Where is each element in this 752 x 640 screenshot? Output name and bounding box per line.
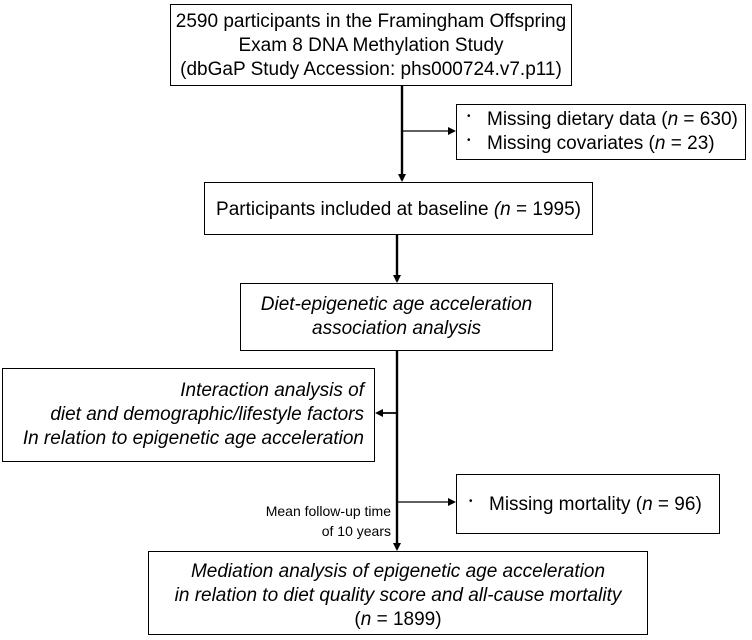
source-line-3: (dbGaP Study Accession: phs000724.v7.p11…: [180, 59, 562, 80]
exclusion-box-1: • Missing dietary data (n = 630) • Missing…: [456, 104, 746, 160]
mediation-analysis-box: Mediation analysis of epigenetic age acc…: [148, 551, 648, 635]
baseline-suffix: = 1995): [510, 199, 581, 220]
source-population-box: 2590 participants in the Framingham Offs…: [170, 4, 572, 86]
followup-label: Mean follow-up time of 10 years: [221, 501, 391, 541]
mediation-open: (: [354, 609, 361, 630]
exclusion-item-suffix: = 23): [665, 133, 715, 155]
n-symbol: n: [654, 133, 666, 155]
followup-line-2: of 10 years: [321, 523, 391, 539]
source-line-1: 2590 participants in the Framingham Offs…: [175, 11, 567, 32]
mediation-line-1: Mediation analysis of epigenetic age acc…: [190, 561, 606, 582]
n-symbol: n: [642, 494, 653, 516]
baseline-text: Participants included at baseline (n = 1…: [205, 198, 592, 222]
baseline-n: (n: [493, 199, 511, 220]
association-analysis-box: Diet-epigenetic age acceleration associa…: [240, 283, 553, 351]
n-symbol: n: [360, 609, 372, 630]
association-line-2: association analysis: [312, 318, 481, 339]
baseline-box: Participants included at baseline (n = 1…: [204, 182, 593, 235]
mediation-line-3: (n = 1899): [149, 608, 647, 632]
exclusion-item-prefix: Missing mortality (: [489, 494, 643, 516]
exclusion-item-suffix: = 630): [678, 109, 738, 131]
exclusion-item-covariates: • Missing covariates (n = 23): [463, 132, 745, 156]
followup-line-1: Mean follow-up time: [265, 503, 391, 519]
exclusion-item-suffix: = 96): [652, 494, 702, 516]
mediation-suffix: = 1899): [371, 609, 442, 630]
exclusion-item-prefix: Missing covariates (: [487, 133, 655, 155]
interaction-analysis-box: Interaction analysis of diet and demogra…: [2, 368, 375, 462]
association-line-1: Diet-epigenetic age acceleration: [260, 294, 533, 315]
exclusion-item-mortality: • Missing mortality (n = 96): [465, 493, 719, 517]
interaction-line-2: diet and demographic/lifestyle factors: [50, 404, 364, 425]
exclusion-box-2: • Missing mortality (n = 96): [456, 474, 720, 534]
bullet-icon: •: [469, 496, 473, 507]
exclusion-item-dietary: • Missing dietary data (n = 630): [463, 108, 745, 132]
bullet-icon: •: [467, 111, 471, 122]
mediation-line-2: in relation to diet quality score and al…: [174, 585, 622, 606]
source-line-2: Exam 8 DNA Methylation Study: [238, 35, 504, 56]
baseline-prefix: Participants included at baseline: [216, 199, 494, 220]
exclusion-item-prefix: Missing dietary data (: [487, 109, 668, 131]
n-symbol: n: [667, 109, 679, 131]
interaction-line-3: In relation to epigenetic age accelerati…: [22, 428, 364, 449]
interaction-line-1: Interaction analysis of: [180, 380, 364, 401]
bullet-icon: •: [467, 135, 471, 147]
